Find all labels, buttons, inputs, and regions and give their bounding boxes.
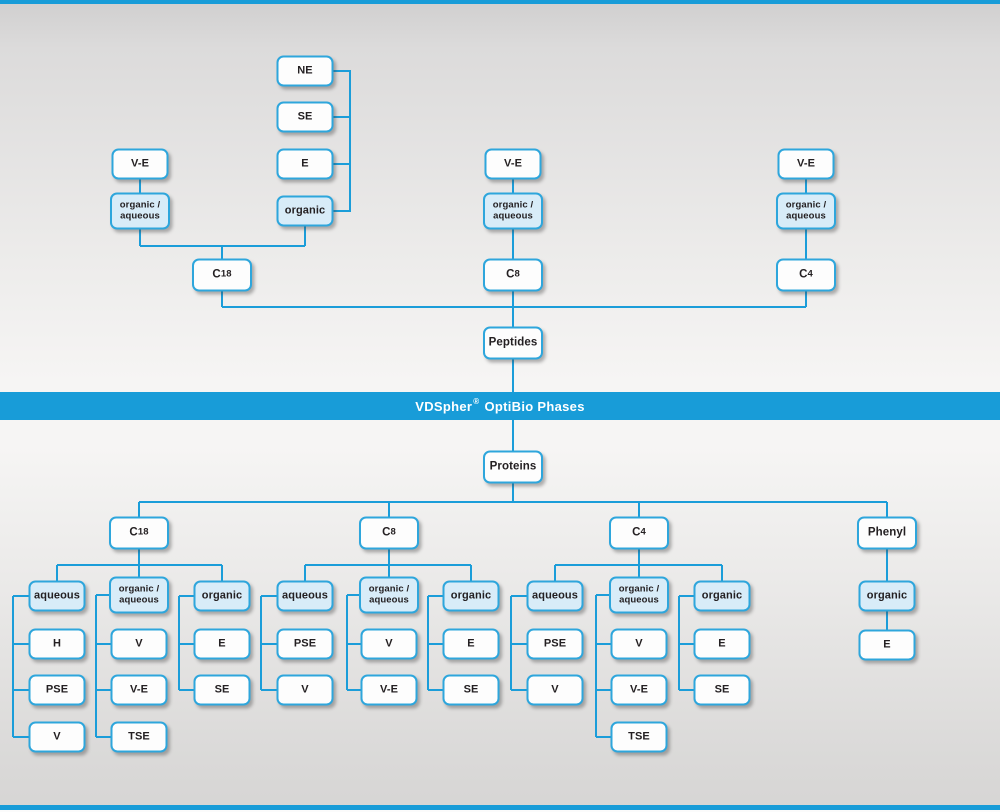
node-proteins-c8-aqueous-header: aqueous: [276, 580, 334, 612]
node-peptides-c8-orgaq-header: organic / aqueous: [483, 192, 543, 230]
node-proteins-c8-orgaq-header: organic / aqueous: [359, 576, 419, 614]
node-proteins-c18-aqueous-h: H: [28, 628, 86, 660]
node-peptides-c4-orgaq-header: organic / aqueous: [776, 192, 836, 230]
node-proteins-root: Proteins: [483, 450, 543, 484]
node-proteins-c18-organic-se: SE: [193, 674, 251, 706]
node-proteins-c18-aqueous-v: V: [28, 721, 86, 753]
node-proteins-c18-orgaq-v: V: [110, 628, 168, 660]
node-peptides-c18-organic-header: organic: [276, 195, 334, 227]
node-peptides-c18-orgaq-header: organic / aqueous: [110, 192, 170, 230]
node-peptides-root: Peptides: [483, 326, 543, 360]
node-proteins-c4-organic-e: E: [693, 628, 751, 660]
node-proteins-c8-organic-header: organic: [442, 580, 500, 612]
node-peptides-c18-organic-se: SE: [276, 101, 334, 133]
node-proteins-column-phenyl: Phenyl: [857, 516, 917, 550]
node-proteins-c4-aqueous-v: V: [526, 674, 584, 706]
node-proteins-c4-organic-header: organic: [693, 580, 751, 612]
node-proteins-c18-orgaq-header: organic / aqueous: [109, 576, 169, 614]
node-proteins-c18-organic-e: E: [193, 628, 251, 660]
node-peptides-c18-orgaq-ve: V-E: [111, 148, 169, 180]
bottom-accent-bar: [0, 805, 1000, 810]
banner-rest: OptiBio Phases: [484, 398, 585, 414]
node-peptides-c4-orgaq-ve: V-E: [777, 148, 835, 180]
node-proteins-c4-orgaq-tse: TSE: [610, 721, 668, 753]
node-proteins-c8-aqueous-pse: PSE: [276, 628, 334, 660]
registered-trademark-symbol: ®: [473, 397, 480, 406]
node-proteins-c8-orgaq-ve: V-E: [360, 674, 418, 706]
node-proteins-c4-aqueous-header: aqueous: [526, 580, 584, 612]
node-peptides-c18-organic-ne: NE: [276, 55, 334, 87]
node-proteins-c4-aqueous-pse: PSE: [526, 628, 584, 660]
node-proteins-c4-orgaq-ve: V-E: [610, 674, 668, 706]
node-proteins-c4-orgaq-v: V: [610, 628, 668, 660]
node-proteins-c18-aqueous-pse: PSE: [28, 674, 86, 706]
node-proteins-c8-orgaq-v: V: [360, 628, 418, 660]
node-proteins-c18-aqueous-header: aqueous: [28, 580, 86, 612]
node-proteins-c18-orgaq-ve: V-E: [110, 674, 168, 706]
banner-title: VDSpher® OptiBio Phases: [0, 392, 1000, 420]
node-proteins-c4-organic-se: SE: [693, 674, 751, 706]
node-proteins-c8-aqueous-v: V: [276, 674, 334, 706]
node-proteins-c18-organic-header: organic: [193, 580, 251, 612]
node-proteins-c4-orgaq-header: organic / aqueous: [609, 576, 669, 614]
top-accent-bar: [0, 0, 1000, 4]
node-peptides-c18-organic-e: E: [276, 148, 334, 180]
node-peptides-c8-orgaq-ve: V-E: [484, 148, 542, 180]
node-proteins-phenyl-organic-e: E: [858, 629, 916, 661]
node-proteins-c8-organic-se: SE: [442, 674, 500, 706]
node-proteins-c18-orgaq-tse: TSE: [110, 721, 168, 753]
node-proteins-c8-organic-e: E: [442, 628, 500, 660]
node-proteins-phenyl-organic-header: organic: [858, 580, 916, 612]
banner-brand: VDSpher: [415, 398, 473, 414]
bottom-white-strip: [0, 810, 1000, 812]
